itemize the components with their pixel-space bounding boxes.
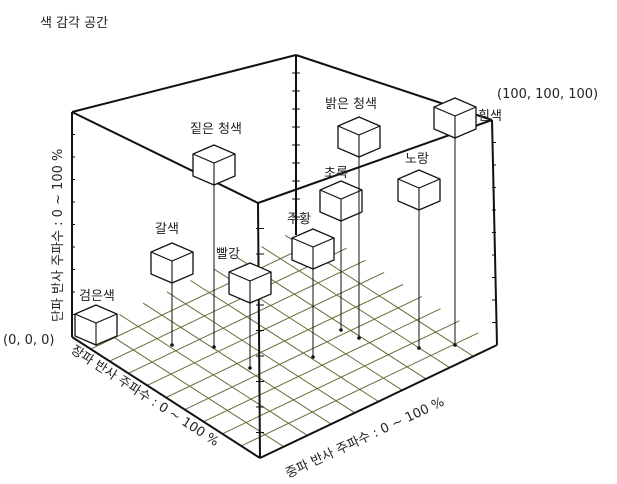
color-cube-yellow [397, 169, 441, 350]
color-cube-orange [291, 228, 335, 359]
stem-foot [357, 336, 361, 340]
stem-foot [248, 366, 252, 370]
grid-line [240, 332, 479, 447]
stem-foot [417, 346, 421, 350]
label-light-blue: 밝은 청색 [325, 97, 377, 112]
top-edge [71, 54, 297, 113]
origin-label: (0, 0, 0) [3, 333, 55, 348]
color-cube-green [319, 180, 363, 332]
label-brown: 갈색 [155, 222, 179, 237]
label-green: 초록 [324, 166, 348, 181]
label-red: 빨강 [216, 247, 240, 262]
stem-foot [170, 343, 174, 347]
max-corner-label: (100, 100, 100) [497, 87, 598, 102]
color-cube-brown [150, 242, 194, 347]
color-markers [74, 97, 477, 370]
stem-foot [311, 355, 315, 359]
floor-edge [259, 344, 498, 459]
stem-foot [339, 328, 343, 332]
label-orange: 주황 [287, 212, 311, 227]
stem-foot [453, 343, 457, 347]
label-dark-blue: 짙은 청색 [190, 122, 242, 137]
color-cube-black [74, 304, 118, 346]
color-cube-white [433, 97, 477, 347]
label-white: 흰색 [478, 109, 502, 124]
color-cube-light-blue [337, 116, 381, 340]
color-cube-dark-blue [192, 144, 236, 349]
diagram-title: 색 감각 공간 [40, 16, 108, 31]
label-yellow: 노랑 [405, 152, 429, 167]
grid-line [222, 320, 460, 435]
floor-edge [71, 336, 261, 459]
top-edge [71, 111, 259, 204]
stem-foot [212, 345, 216, 349]
long-wave-axis-label: 장파 반사 주파수 : 0 ~ 100 % [68, 343, 222, 450]
grid-line [190, 280, 379, 402]
color-cube-red [228, 262, 272, 370]
grid-line [203, 308, 441, 423]
label-black: 검은색 [79, 289, 115, 304]
grid-line [184, 296, 423, 411]
short-wave-axis-label: 단파 반사 주파수 : 0 ~ 100 % [51, 149, 66, 322]
